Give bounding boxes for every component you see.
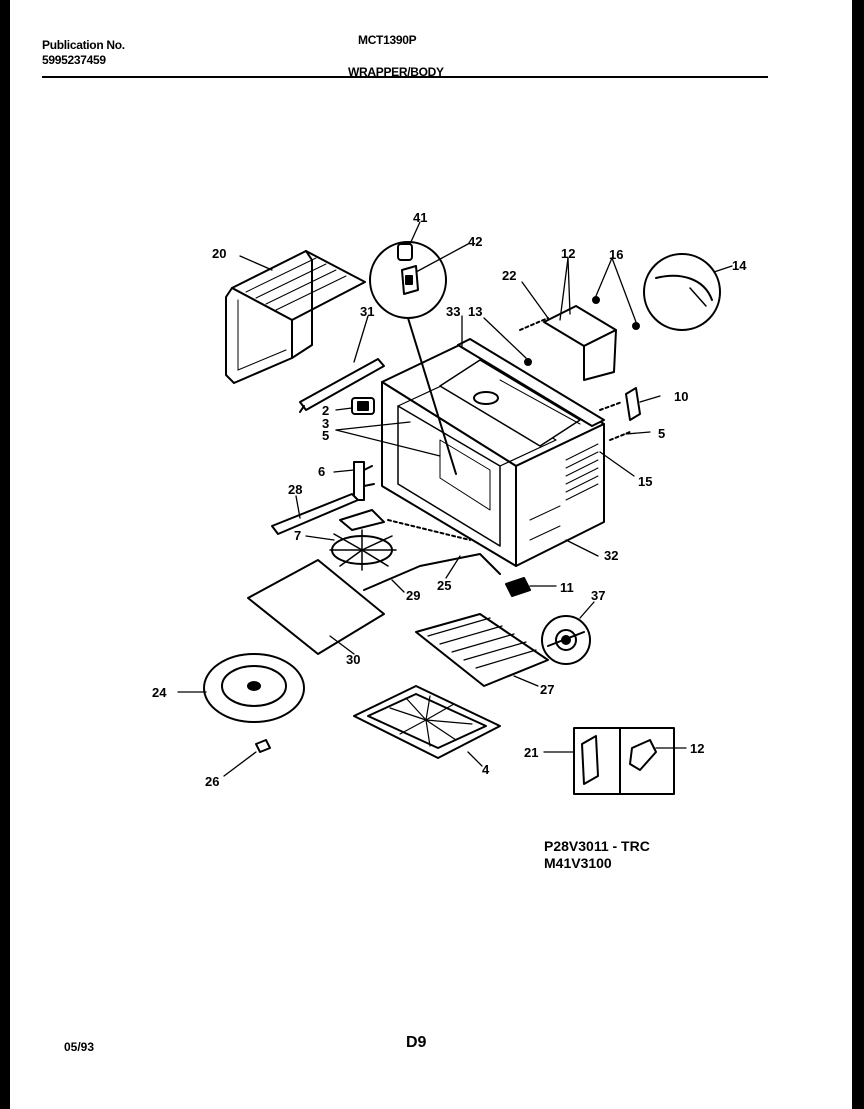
part-label-12-top: 12 [561,246,575,261]
section-title: WRAPPER/BODY [348,65,444,79]
oven-cavity [381,339,605,567]
front-strip [299,358,385,413]
glass-tray [247,559,385,655]
part-label-14: 14 [732,258,747,273]
publication-number: 5995237459 [42,53,106,67]
heater-element [329,509,397,571]
part-label-32: 32 [604,548,618,563]
reference-line-1: P28V3011 - TRC [544,838,650,854]
part-label-41: 41 [413,210,427,225]
part-label-24: 24 [152,685,167,700]
part-label-22: 22 [502,268,516,283]
model-number: MCT1390P [358,33,417,47]
small-foot [255,739,271,753]
part-label-27: 27 [540,682,554,697]
diagram-sheet [10,0,852,1109]
publication-label: Publication No. [42,38,125,52]
part-label-20: 20 [212,246,226,261]
connector-block [505,577,531,597]
part-label-6: 6 [318,464,325,479]
part-label-4: 4 [482,762,490,777]
part-label-3: 3 [322,416,329,431]
date-code: 05/93 [64,1040,95,1054]
oven-rack [415,613,549,687]
part-label-10: 10 [674,389,688,404]
part-label-29: 29 [406,588,420,603]
lower-strip [271,493,359,535]
part-label-5-right: 5 [658,426,665,441]
detail-circle-14 [643,253,721,331]
part-label-21: 21 [524,745,538,760]
part-label-37: 37 [591,588,605,603]
header-rule [42,76,768,78]
part-label-2: 2 [322,403,329,418]
page-code: D9 [406,1034,427,1051]
side-bracket [625,387,641,421]
drive-rod [363,553,501,591]
top-rail [457,338,605,427]
part-label-30: 30 [346,652,360,667]
part-label-42: 42 [468,234,482,249]
part-label-12-inset: 12 [690,741,704,756]
part-label-13: 13 [468,304,482,319]
turntable [203,653,305,723]
sensor-bracket [353,461,375,501]
part-label-11: 11 [560,580,574,595]
control-bracket [519,296,640,381]
part-label-25: 25 [437,578,451,593]
reference-line-2: M41V3100 [544,855,612,871]
broil-pan [353,685,501,759]
part-label-15: 15 [638,474,652,489]
part-label-16: 16 [609,247,623,262]
part-label-33: 33 [446,304,460,319]
leader-lines [177,221,733,777]
part-label-26: 26 [205,774,219,789]
part-label-31: 31 [360,304,374,319]
wrapper-top-panel [225,250,366,384]
part-label-5-left: 5 [322,428,329,443]
part-label-7: 7 [294,528,301,543]
part-label-28: 28 [288,482,302,497]
